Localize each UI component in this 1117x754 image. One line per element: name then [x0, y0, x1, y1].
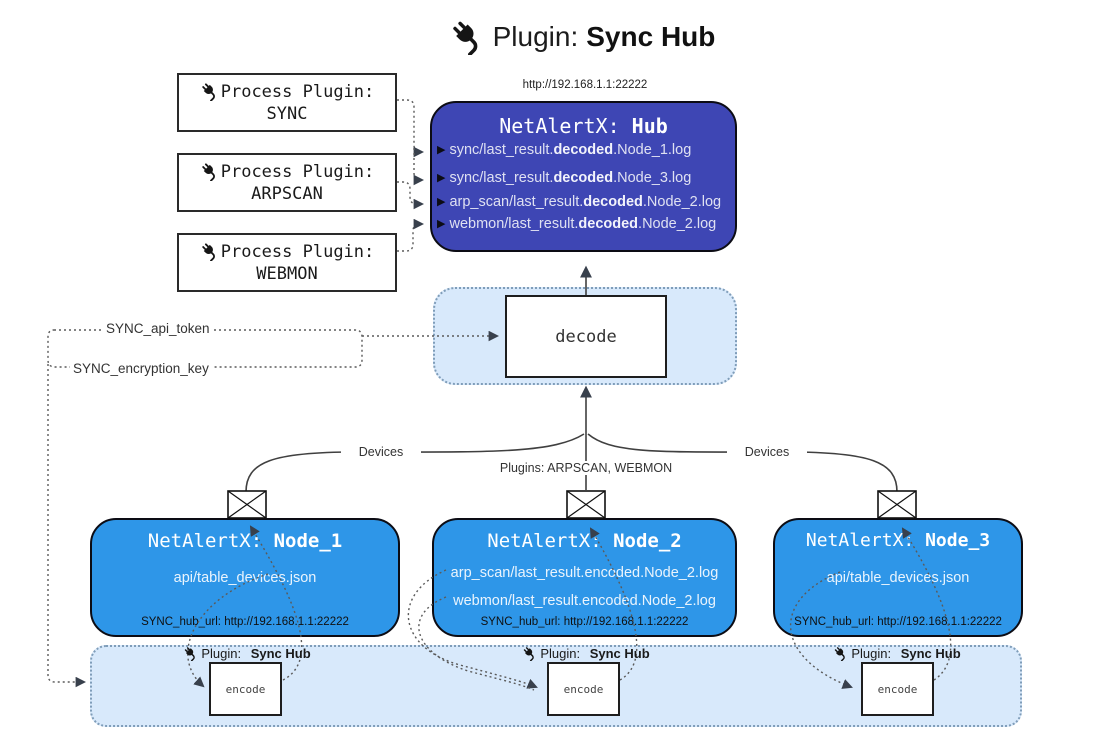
title-name: Sync Hub — [586, 21, 716, 52]
decode-box: decode — [505, 295, 667, 378]
triangle-icon: ▶ — [437, 143, 446, 156]
node3-file: api/table_devices.json — [826, 570, 970, 586]
sync-encryption-key-label: SYNC_encryption_key — [70, 361, 212, 376]
node3-title: NetAlertX: Node_3 — [805, 530, 991, 551]
page-title: Plugin: Sync Hub — [47, 16, 1117, 58]
hub-title-name: Hub — [631, 114, 668, 138]
plug-icon — [200, 162, 219, 182]
plugins-label: Plugins: ARPSCAN, WEBMON — [491, 461, 681, 475]
plug-icon — [183, 646, 198, 662]
node2-file: webmon/last_result.encoded.Node_2.log — [453, 593, 716, 609]
process-plugin-label: Process Plugin: — [220, 81, 375, 102]
encode2-plugin-label: Plugin: Sync Hub — [501, 646, 671, 662]
envelope-icon — [877, 490, 917, 519]
process-plugin-label: Process Plugin: — [220, 241, 375, 262]
triangle-icon: ▶ — [437, 171, 446, 184]
encode1-box: encode — [209, 662, 282, 716]
edge-sync-to-hub-line2 — [413, 148, 425, 186]
process-plugin-name: WEBMON — [256, 263, 318, 284]
node1-title: NetAlertX: Node_1 — [147, 530, 343, 552]
edge-settings-to-band — [47, 364, 87, 688]
edge-sync-to-hub-line1 — [397, 99, 425, 158]
node1-file: api/table_devices.json — [173, 570, 317, 586]
plug-icon — [200, 242, 219, 262]
plug-icon — [833, 646, 848, 662]
hub-box: NetAlertX: Hub ▶sync/last_result.decoded… — [430, 101, 737, 252]
devices-label-right: Devices — [727, 445, 807, 459]
title-prefix: Plugin: — [492, 21, 579, 52]
edge-webmon-to-hub-line4 — [397, 218, 425, 252]
node3-box: NetAlertX: Node_3 api/table_devices.json… — [773, 518, 1023, 637]
sync-api-token-label: SYNC_api_token — [103, 321, 213, 336]
plug-icon — [449, 19, 485, 57]
node2-footer: SYNC_hub_url: http://192.168.1.1:22222 — [480, 616, 689, 628]
node2-file: arp_scan/last_result.encoded.Node_2.log — [450, 565, 719, 581]
encode1-plugin-label: Plugin: Sync Hub — [162, 646, 332, 662]
hub-title-prefix: NetAlertX: — [499, 114, 632, 138]
triangle-icon: ▶ — [437, 195, 446, 208]
hub-log-line: ▶webmon/last_result.decoded.Node_2.log — [437, 216, 717, 232]
devices-label-left: Devices — [341, 445, 421, 459]
node1-footer: SYNC_hub_url: http://192.168.1.1:22222 — [141, 616, 349, 628]
edge-arpscan-to-hub-line3 — [397, 181, 425, 210]
node3-footer: SYNC_hub_url: http://192.168.1.1:22222 — [794, 616, 1002, 628]
encode3-box: encode — [861, 662, 934, 716]
encode2-box: encode — [547, 662, 620, 716]
triangle-icon: ▶ — [437, 217, 446, 230]
encode3-plugin-label: Plugin: Sync Hub — [812, 646, 982, 662]
process-plugin-name: SYNC — [266, 103, 308, 124]
plug-icon — [200, 82, 219, 102]
process-plugin-arpscan: Process Plugin: ARPSCAN — [177, 153, 397, 212]
hub-title: NetAlertX: Hub — [432, 114, 735, 138]
envelope-icon — [227, 490, 267, 519]
node1-box: NetAlertX: Node_1 api/table_devices.json… — [90, 518, 400, 637]
process-plugin-label: Process Plugin: — [220, 161, 375, 182]
hub-url: http://192.168.1.1:22222 — [522, 79, 648, 91]
envelope-icon — [566, 490, 606, 519]
process-plugin-webmon: Process Plugin: WEBMON — [177, 233, 397, 292]
process-plugin-name: ARPSCAN — [251, 183, 323, 204]
hub-log-line: ▶arp_scan/last_result.decoded.Node_2.log — [437, 194, 722, 210]
hub-log-line: ▶sync/last_result.decoded.Node_3.log — [437, 170, 692, 186]
plug-icon — [522, 646, 537, 662]
node2-box: NetAlertX: Node_2 arp_scan/last_result.e… — [432, 518, 737, 637]
process-plugin-sync: Process Plugin: SYNC — [177, 73, 397, 132]
hub-log-line: ▶sync/last_result.decoded.Node_1.log — [437, 142, 692, 158]
node2-title: NetAlertX: Node_2 — [487, 530, 682, 552]
